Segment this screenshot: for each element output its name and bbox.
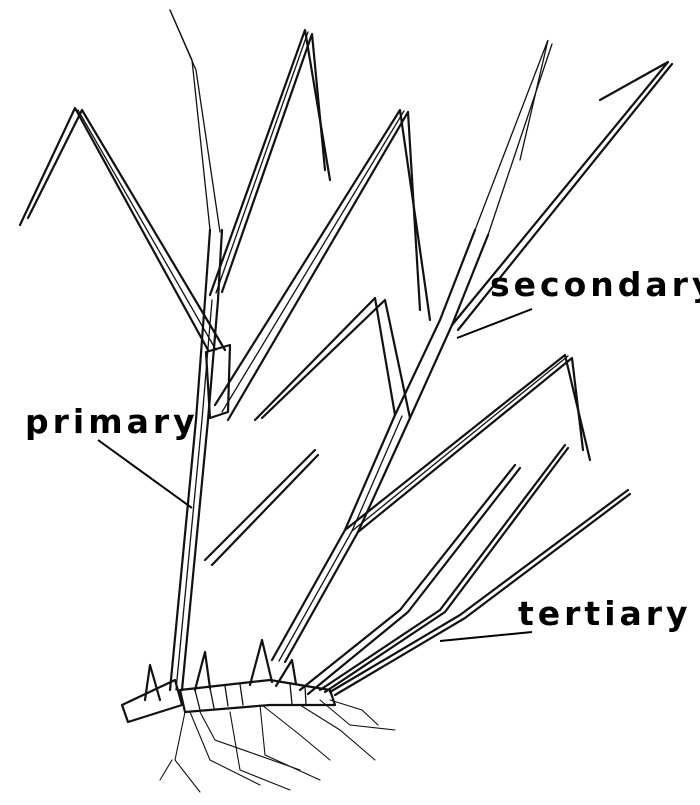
label-primary-group: primary — [25, 402, 199, 508]
tertiary-tiller — [300, 445, 630, 695]
label-secondary: secondary — [490, 265, 700, 304]
primary-tiller — [20, 10, 430, 690]
leader-line-primary — [98, 440, 192, 508]
label-secondary-group: secondary — [457, 265, 700, 338]
crown-and-roots — [122, 640, 395, 792]
leader-line-tertiary — [440, 632, 532, 641]
label-primary: primary — [25, 402, 199, 441]
leader-line-secondary — [457, 309, 532, 338]
secondary-tiller — [255, 40, 672, 662]
label-tertiary: tertiary — [518, 594, 692, 633]
